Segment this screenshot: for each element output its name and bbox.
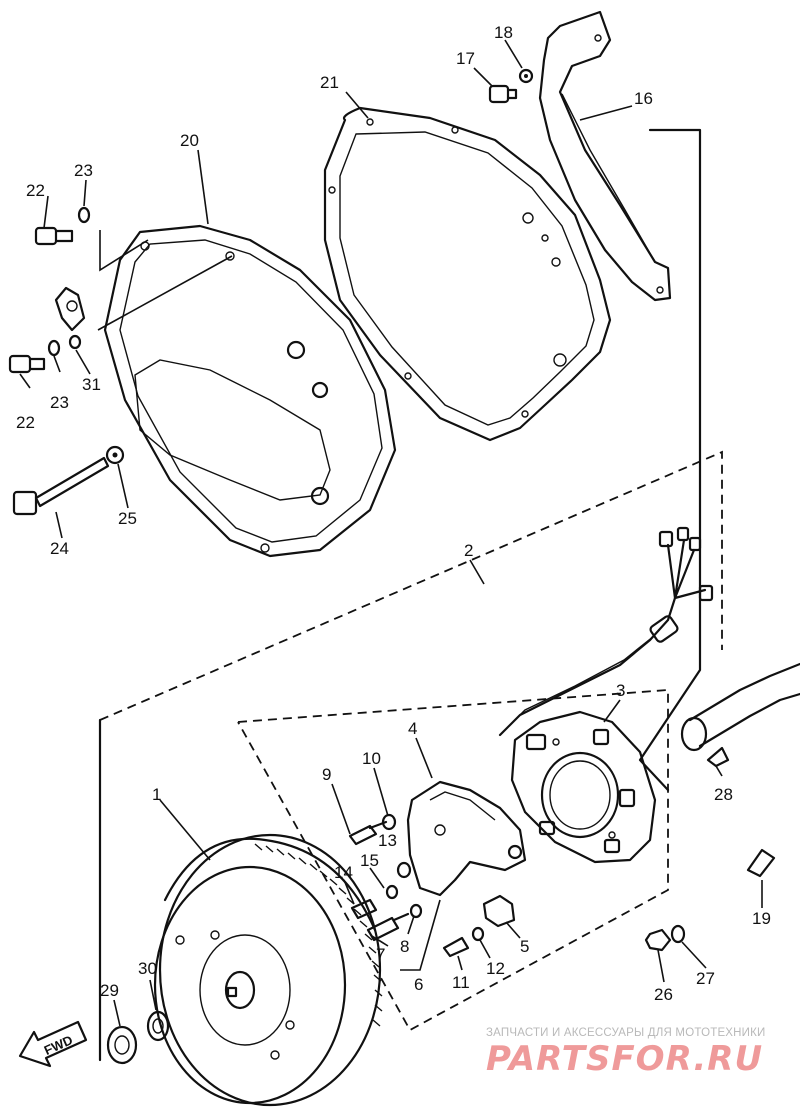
part-1-flywheel: [153, 833, 383, 1107]
callout-1: 1: [152, 785, 161, 804]
callout-21: 21: [320, 73, 339, 92]
part-14-screw: [350, 898, 378, 920]
callout-14: 14: [334, 863, 353, 882]
callout-3: 3: [616, 681, 625, 700]
part-17-bolt: [488, 84, 518, 104]
callout-4: 4: [408, 719, 417, 738]
leader-lines: [19, 39, 763, 1027]
callout-31: 31: [82, 375, 101, 394]
part-31-washer: [68, 334, 82, 350]
part-30-washer: [146, 1010, 170, 1042]
callout-23-upper: 23: [74, 161, 93, 180]
callout-30: 30: [138, 959, 157, 978]
callout-2: 2: [464, 541, 473, 560]
callout-23-lower: 23: [50, 393, 69, 412]
callout-7: 7: [376, 945, 385, 964]
part-15-washer: [385, 884, 399, 900]
callout-22-lower: 22: [16, 413, 35, 432]
callout-6: 6: [414, 975, 423, 994]
watermark-tagline: ЗАПЧАСТИ И АКСЕССУАРЫ ДЛЯ МОТОТЕХНИКИ: [486, 1027, 766, 1039]
callout-11: 11: [452, 973, 470, 992]
part-11-screw: [442, 936, 470, 958]
callout-20: 20: [180, 131, 199, 150]
part-19-bolt: [746, 848, 776, 878]
callout-29: 29: [100, 981, 119, 1000]
watermark: ЗАПЧАСТИ И АКСЕССУАРЫ ДЛЯ МОТОТЕХНИКИ PA…: [486, 1027, 766, 1079]
part-20-cover: [103, 224, 397, 558]
part-10-washer: [381, 813, 397, 831]
callout-25: 25: [118, 509, 137, 528]
callout-13: 13: [378, 831, 397, 850]
callout-16: 16: [634, 89, 653, 108]
part-13-washer: [396, 861, 412, 879]
callout-5: 5: [520, 937, 529, 956]
callout-9: 9: [322, 765, 331, 784]
part-21-gasket: [323, 106, 612, 442]
callout-17: 17: [456, 49, 475, 68]
part-8-washer: [409, 903, 423, 919]
part-23-washer-lower: [47, 339, 61, 357]
callout-22-upper: 22: [26, 181, 45, 200]
part-29-seal: [106, 1025, 138, 1065]
part-28-key: [706, 746, 730, 768]
callout-12: 12: [486, 959, 505, 978]
callout-19: 19: [752, 909, 771, 928]
callout-24: 24: [50, 539, 69, 558]
part-26-nut: [644, 928, 672, 952]
callout-18: 18: [494, 23, 513, 42]
callout-28: 28: [714, 785, 733, 804]
part-22-bolt-lower: [8, 354, 46, 374]
part-27-washer: [670, 924, 686, 944]
part-3-stator-plate: [510, 710, 657, 864]
callout-26: 26: [654, 985, 673, 1004]
callout-10: 10: [362, 749, 381, 768]
callout-8: 8: [400, 937, 409, 956]
callout-27: 27: [696, 969, 715, 988]
part-23-washer-upper: [77, 206, 91, 224]
part-18-washer: [518, 68, 534, 84]
callout-15: 15: [360, 851, 379, 870]
part-5-charge-coil: [482, 894, 516, 928]
part-24-long-bolt: [12, 456, 110, 516]
crankshaft: [680, 662, 800, 752]
fwd-arrow: FWD: [18, 1020, 88, 1068]
watermark-brand: PARTSFOR.RU: [486, 1039, 763, 1079]
part-16-bracket: [538, 10, 672, 302]
callouts: 1 2 3 4 5 6 7 8 9 10 11 12 13 14 15 16 1…: [16, 23, 771, 1004]
part-31-clamp: [54, 286, 86, 332]
wire-harness: [498, 526, 714, 737]
part-25-washer: [105, 445, 125, 465]
part-22-bolt-upper: [34, 226, 74, 246]
part-12-washer: [471, 926, 485, 942]
part-4-pulser-coil: [406, 780, 527, 897]
